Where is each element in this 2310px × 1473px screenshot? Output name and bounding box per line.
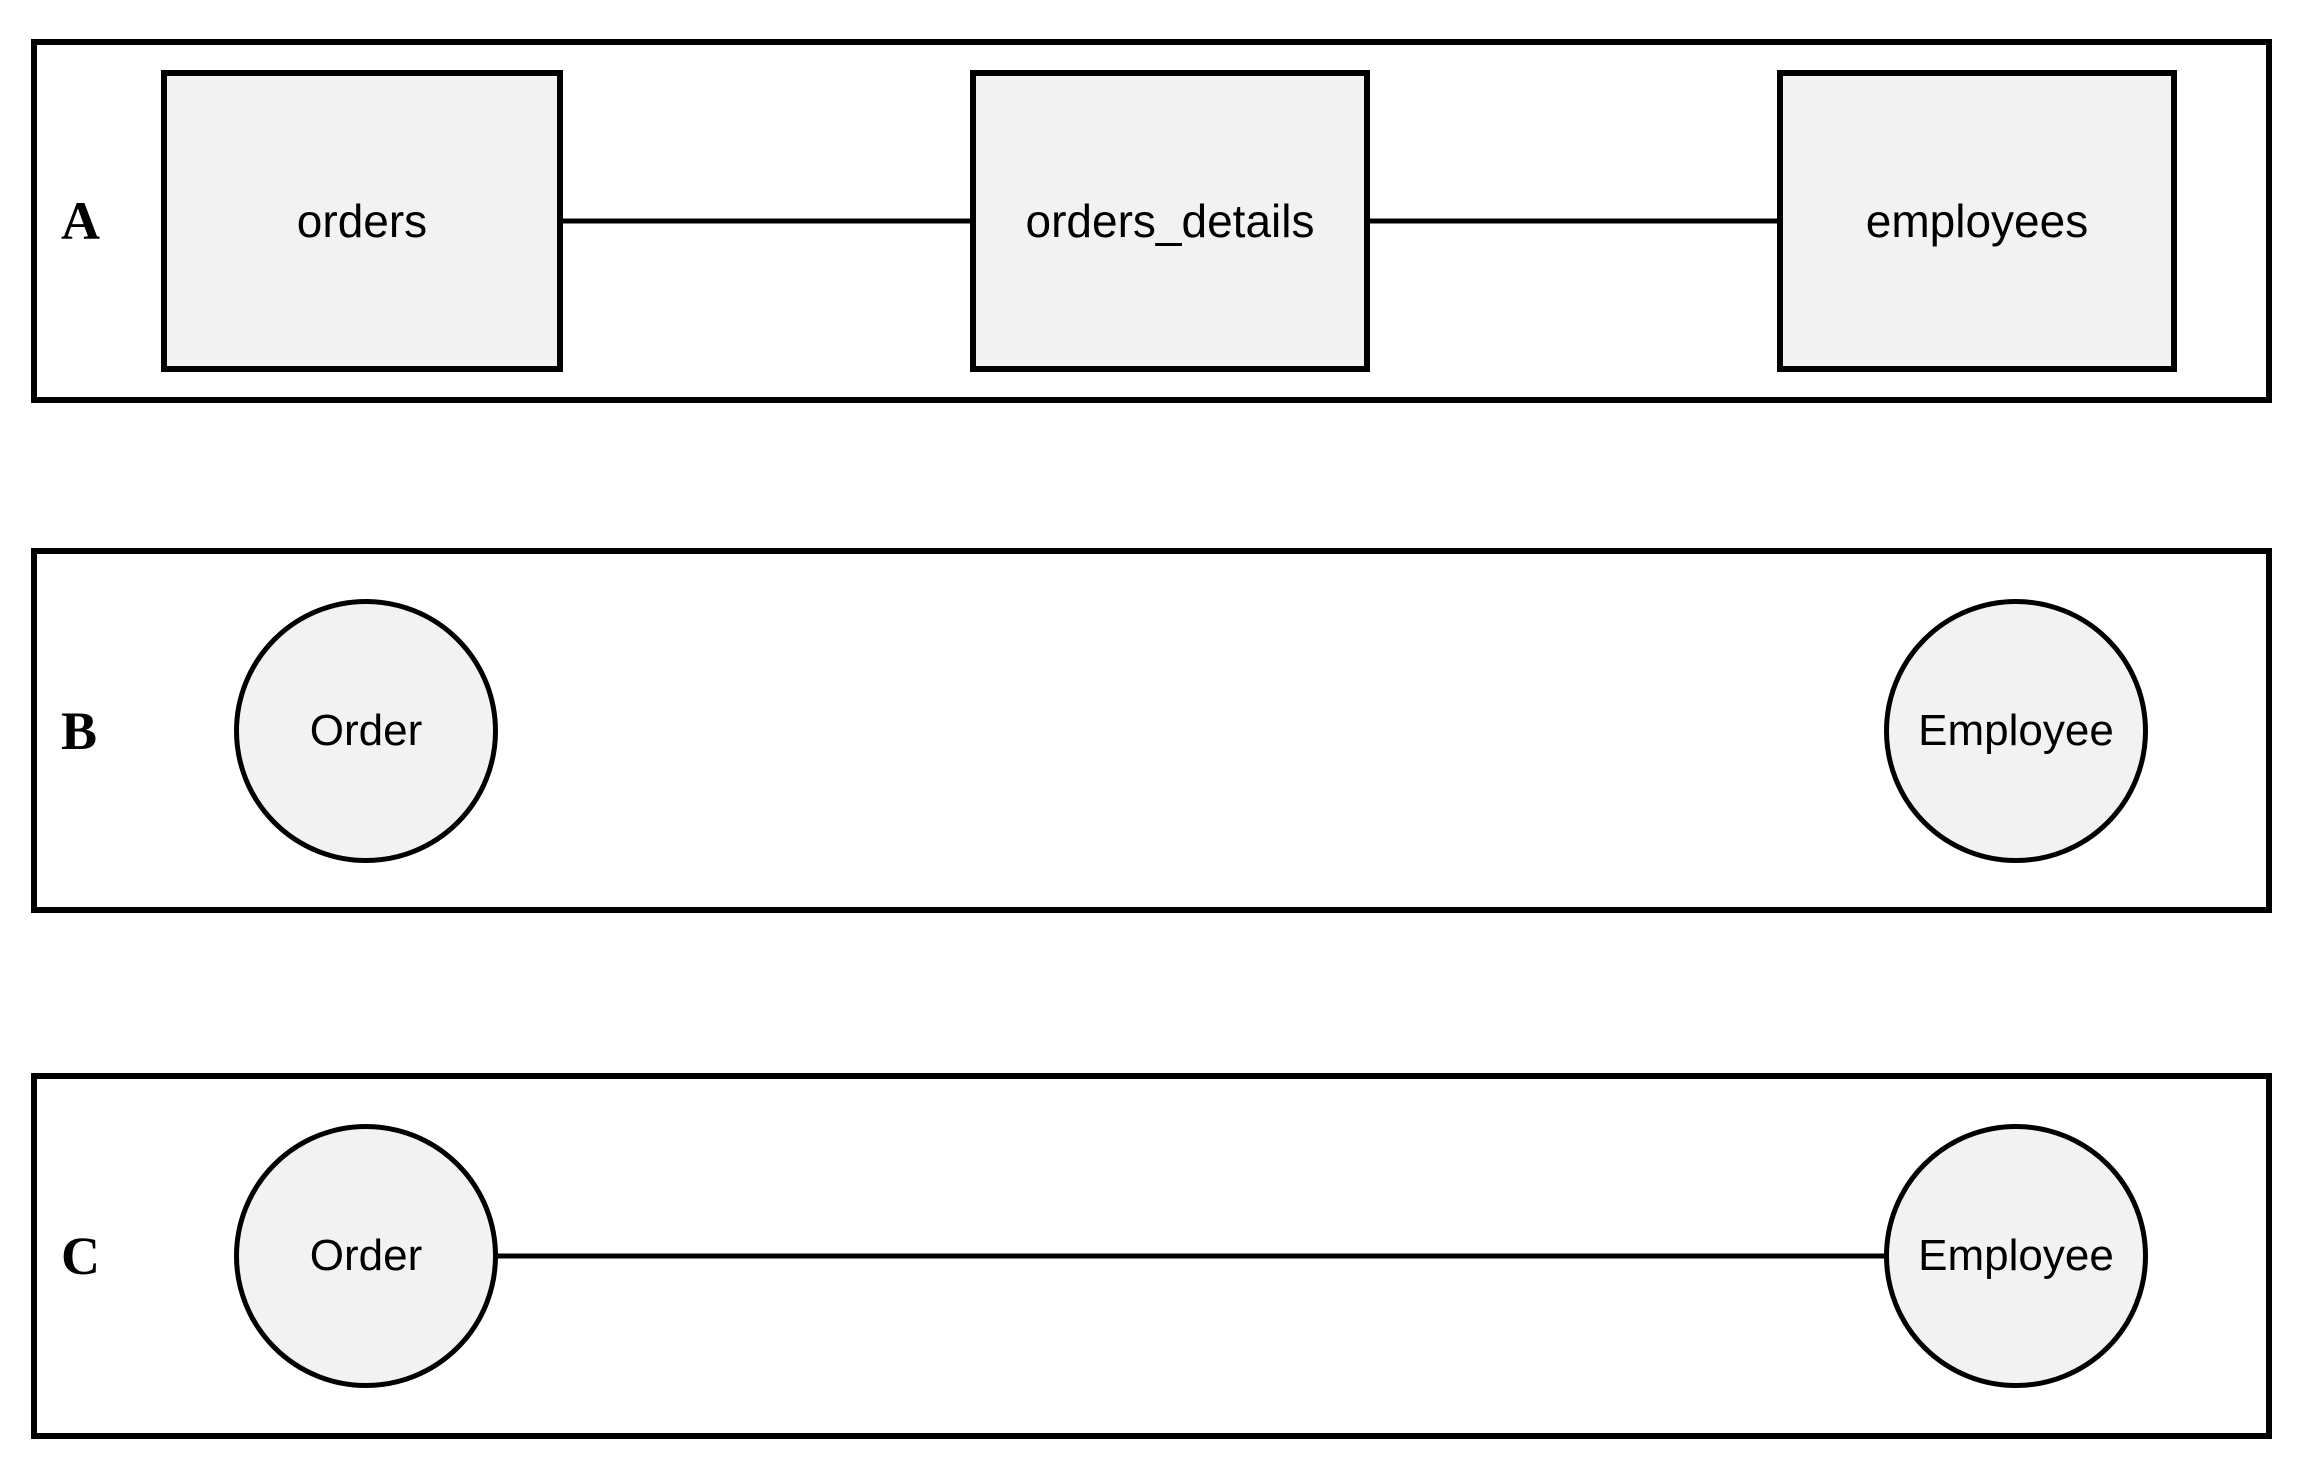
- entity-node-order-b[interactable]: Order: [234, 598, 498, 863]
- panel-a-label: A: [61, 191, 100, 251]
- entity-node-employee-c[interactable]: Employee: [1884, 1124, 2148, 1388]
- entity-node-employee-b[interactable]: Employee: [1884, 598, 2148, 863]
- entity-node-order-c[interactable]: Order: [234, 1124, 498, 1388]
- entity-node-employee-c-label: Employee: [1918, 1231, 2114, 1280]
- edge-order-to-employee: [498, 1253, 1884, 1259]
- panel-c-label: C: [61, 1226, 100, 1286]
- panel-c: C Order Employee: [31, 1073, 2272, 1439]
- panel-b-label: B: [61, 700, 98, 761]
- edge-orders-to-orders-details: [563, 218, 970, 224]
- table-node-employees[interactable]: employees: [1777, 70, 2177, 372]
- entity-node-order-c-label: Order: [309, 1231, 423, 1280]
- table-node-orders-details[interactable]: orders_details: [970, 70, 1370, 372]
- panel-b: B Order Employee: [31, 548, 2272, 913]
- table-node-orders-details-label: orders_details: [1025, 195, 1315, 247]
- entity-node-employee-b-label: Employee: [1918, 705, 2114, 755]
- table-node-orders-label: orders: [296, 195, 428, 247]
- panel-a: A orders orders_details employees: [31, 39, 2272, 403]
- edge-orders-details-to-employees: [1370, 218, 1777, 224]
- entity-node-order-b-label: Order: [309, 705, 423, 755]
- table-node-orders[interactable]: orders: [161, 70, 563, 372]
- table-node-employees-label: employees: [1865, 195, 2089, 247]
